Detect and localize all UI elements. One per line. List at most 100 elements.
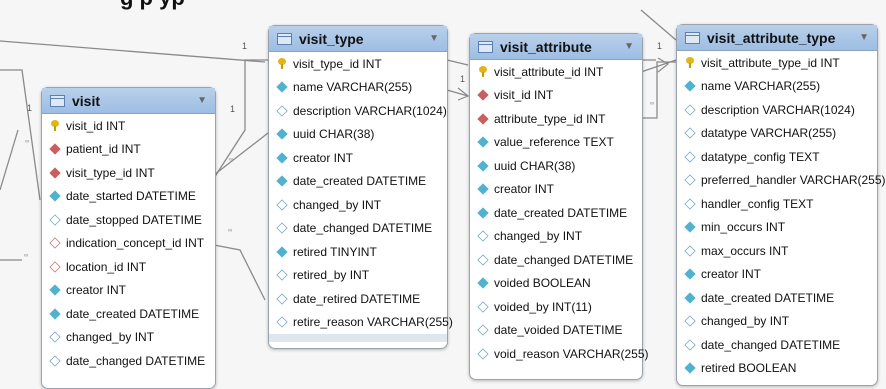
column-row[interactable]: date_stopped DATETIME bbox=[42, 208, 215, 232]
column-row[interactable]: date_created DATETIME bbox=[470, 201, 642, 225]
nullable-column-icon bbox=[49, 331, 61, 343]
column-row[interactable]: changed_by INT bbox=[470, 225, 642, 249]
nullable-column-icon bbox=[477, 301, 489, 313]
column-row[interactable]: name VARCHAR(255) bbox=[269, 76, 447, 100]
column-label: attribute_type_id INT bbox=[494, 111, 606, 126]
column-label: date_changed DATETIME bbox=[494, 252, 634, 267]
table-visit-attribute-type[interactable]: visit_attribute_type ▼ visit_attribute_t… bbox=[676, 24, 886, 386]
cardinality-mark bbox=[657, 57, 670, 73]
column-label: location_id INT bbox=[66, 259, 147, 274]
column-label: changed_by INT bbox=[701, 314, 790, 329]
column-label: retired_by INT bbox=[293, 268, 370, 283]
nullable-column-icon bbox=[49, 355, 61, 367]
relationship-line bbox=[0, 69, 41, 201]
column-row[interactable]: attribute_type_id INT bbox=[470, 107, 642, 131]
column-row[interactable]: datatype_config TEXT bbox=[677, 145, 877, 169]
column-row[interactable]: voided BOOLEAN bbox=[470, 272, 642, 296]
table-header[interactable]: visit_attribute ▼ bbox=[470, 34, 642, 60]
not-null-column-icon bbox=[684, 268, 696, 280]
column-label: description VARCHAR(1024) bbox=[701, 102, 855, 117]
table-name: visit_attribute_type bbox=[707, 29, 836, 46]
column-label: creator INT bbox=[293, 150, 354, 165]
not-null-column-icon bbox=[477, 183, 489, 195]
cardinality-many-label: ∞ bbox=[229, 157, 234, 163]
column-row[interactable]: creator INT bbox=[42, 279, 215, 303]
column-row[interactable]: changed_by INT bbox=[42, 326, 215, 350]
column-row[interactable]: date_changed DATETIME bbox=[677, 333, 877, 357]
relationship-line bbox=[446, 59, 469, 66]
column-row[interactable]: date_started DATETIME bbox=[42, 185, 215, 209]
column-row[interactable]: indication_concept_id INT bbox=[42, 232, 215, 256]
primary-key-icon bbox=[479, 66, 487, 78]
column-row[interactable]: date_changed DATETIME bbox=[470, 248, 642, 272]
nullable-column-icon bbox=[684, 127, 696, 139]
column-row[interactable]: visit_id INT bbox=[470, 84, 642, 108]
column-row[interactable]: date_created DATETIME bbox=[269, 170, 447, 194]
collapse-caret-icon[interactable]: ▼ bbox=[429, 33, 439, 44]
primary-key-icon bbox=[51, 120, 59, 132]
column-row[interactable]: changed_by INT bbox=[269, 193, 447, 217]
column-label: description VARCHAR(1024) bbox=[293, 103, 447, 118]
column-label: visit_type_id INT bbox=[66, 165, 155, 180]
nullable-column-icon bbox=[477, 230, 489, 242]
column-row[interactable]: max_occurs INT bbox=[677, 239, 877, 263]
column-row[interactable]: date_voided DATETIME bbox=[470, 319, 642, 343]
column-row[interactable]: visit_attribute_id INT bbox=[470, 60, 642, 84]
column-row[interactable]: void_reason VARCHAR(255) bbox=[470, 342, 649, 366]
column-row[interactable]: uuid CHAR(38) bbox=[269, 123, 447, 147]
column-row[interactable]: min_occurs INT bbox=[677, 216, 877, 240]
nullable-column-icon bbox=[477, 348, 489, 360]
column-row[interactable]: voided_by INT(11) bbox=[470, 295, 642, 319]
column-row[interactable]: datatype VARCHAR(255) bbox=[677, 122, 877, 146]
column-row[interactable]: date_created DATETIME bbox=[42, 302, 215, 326]
column-row[interactable]: creator INT bbox=[470, 178, 642, 202]
collapse-caret-icon[interactable]: ▼ bbox=[624, 41, 634, 52]
column-row[interactable]: location_id INT bbox=[42, 255, 215, 279]
column-label: date_created DATETIME bbox=[293, 174, 427, 189]
column-row[interactable]: name VARCHAR(255) bbox=[677, 75, 877, 99]
column-row[interactable]: creator INT bbox=[269, 146, 447, 170]
table-visit-attribute[interactable]: visit_attribute ▼ visit_attribute_id INT… bbox=[469, 33, 649, 380]
column-row[interactable]: date_changed DATETIME bbox=[42, 349, 215, 373]
table-header[interactable]: visit_attribute_type ▼ bbox=[677, 25, 877, 51]
column-row[interactable]: retired TINYINT bbox=[269, 240, 447, 264]
column-row[interactable]: retire_reason VARCHAR(255) bbox=[269, 311, 453, 335]
table-header[interactable]: visit ▼ bbox=[42, 88, 215, 114]
column-row[interactable]: date_created DATETIME bbox=[677, 286, 877, 310]
column-row[interactable]: description VARCHAR(1024) bbox=[269, 99, 447, 123]
column-label: date_voided DATETIME bbox=[494, 323, 623, 338]
cardinality-many-label: ∞ bbox=[650, 101, 655, 107]
column-row[interactable]: description VARCHAR(1024) bbox=[677, 98, 877, 122]
cardinality-one-label: 1 bbox=[460, 74, 466, 84]
column-row[interactable]: value_reference TEXT bbox=[470, 131, 642, 155]
relationship-line bbox=[641, 61, 676, 119]
column-row[interactable]: visit_type_id INT bbox=[42, 161, 215, 185]
column-row[interactable]: date_retired DATETIME bbox=[269, 287, 447, 311]
column-row[interactable]: visit_type_id INT bbox=[269, 52, 447, 76]
not-null-column-icon bbox=[477, 136, 489, 148]
table-name: visit bbox=[72, 92, 101, 109]
not-null-column-icon bbox=[49, 190, 61, 202]
not-null-column-icon bbox=[276, 128, 288, 140]
column-label: date_created DATETIME bbox=[66, 306, 200, 321]
column-row[interactable]: uuid CHAR(38) bbox=[470, 154, 642, 178]
column-row[interactable]: patient_id INT bbox=[42, 138, 215, 162]
collapse-caret-icon[interactable]: ▼ bbox=[197, 95, 207, 106]
column-row[interactable]: retired BOOLEAN bbox=[677, 357, 877, 381]
column-row[interactable]: preferred_handler VARCHAR(255) bbox=[677, 169, 886, 193]
column-row[interactable]: visit_id INT bbox=[42, 114, 215, 138]
column-row[interactable]: visit_attribute_type_id INT bbox=[677, 51, 877, 75]
column-row[interactable]: handler_config TEXT bbox=[677, 192, 877, 216]
column-label: creator INT bbox=[66, 283, 127, 298]
column-row[interactable]: creator INT bbox=[677, 263, 877, 287]
cardinality-many-label: ∞ bbox=[25, 139, 30, 145]
column-row[interactable]: changed_by INT bbox=[677, 310, 877, 334]
column-label: date_created DATETIME bbox=[494, 205, 628, 220]
collapse-caret-icon[interactable]: ▼ bbox=[859, 32, 869, 43]
table-header[interactable]: visit_type ▼ bbox=[269, 26, 447, 52]
primary-key-icon bbox=[278, 58, 286, 70]
column-row[interactable]: retired_by INT bbox=[269, 264, 447, 288]
column-row[interactable]: date_changed DATETIME bbox=[269, 217, 447, 241]
